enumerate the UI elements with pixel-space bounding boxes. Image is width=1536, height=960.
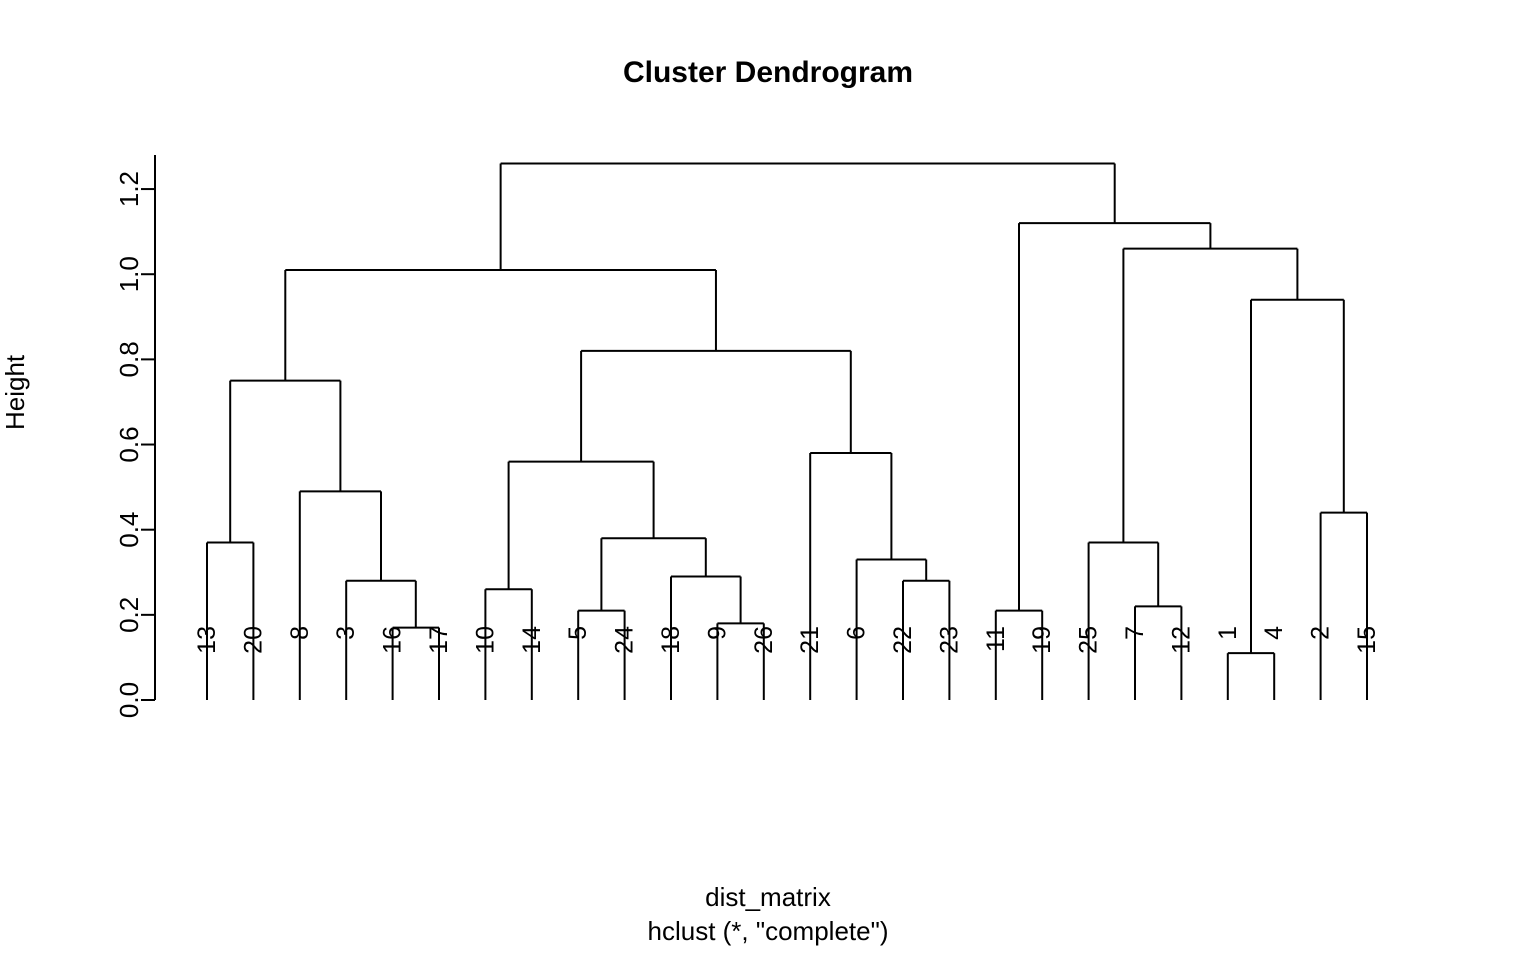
leaf-label: 8: [286, 626, 314, 640]
leaf-label: 4: [1260, 626, 1288, 640]
leaf-label: 7: [1121, 626, 1149, 640]
y-axis-tick-label: 0.4: [114, 512, 144, 548]
leaf-label: 12: [1167, 626, 1195, 654]
leaf-label: 2: [1307, 626, 1335, 640]
leaf-label: 10: [471, 626, 499, 654]
page-title: Cluster Dendrogram: [622, 56, 914, 89]
leaf-label: 1: [1214, 626, 1242, 640]
leaf-label: 24: [611, 626, 639, 654]
leaf-label: 25: [1075, 626, 1103, 654]
y-axis: 0.0 0.2 0.4 0.6 0.8 1.0 1.2: [114, 155, 156, 718]
leaf-label: 19: [1028, 626, 1056, 654]
leaf-label: 16: [379, 626, 407, 654]
leaf-label: 11: [982, 626, 1010, 652]
y-axis-tick-label: 0.2: [114, 597, 144, 633]
y-axis-tick-label: 1.2: [114, 171, 144, 207]
leaf-label: 3: [332, 626, 360, 640]
leaf-label: 26: [750, 626, 778, 654]
y-axis-tick-label: 0.6: [114, 426, 144, 462]
leaf-label: 18: [657, 626, 685, 654]
leaf-label: 6: [843, 626, 871, 640]
y-axis-tick-label: 1.0: [114, 256, 144, 292]
leaf-label: 21: [796, 626, 824, 654]
leaf-label: 20: [239, 626, 267, 654]
leaf-label: 15: [1353, 626, 1381, 654]
leaf-label: 23: [935, 626, 963, 654]
leaf-label: 22: [889, 626, 917, 654]
x-axis-label-line2: hclust (*, "complete"): [647, 916, 889, 946]
x-axis-label-line1: dist_matrix: [705, 882, 831, 912]
leaf-label: 17: [425, 626, 453, 654]
leaf-label: 9: [703, 626, 731, 640]
dendrogram-tree: [206, 162, 1368, 700]
leaf-label: 14: [518, 626, 546, 654]
y-axis-tick-label: 0.8: [114, 341, 144, 377]
leaf-label: 13: [193, 626, 221, 654]
y-axis-tick-label: 0.0: [114, 682, 144, 718]
leaf-label: 5: [564, 626, 592, 640]
x-axis-label: dist_matrix hclust (*, "complete"): [0, 880, 1536, 948]
